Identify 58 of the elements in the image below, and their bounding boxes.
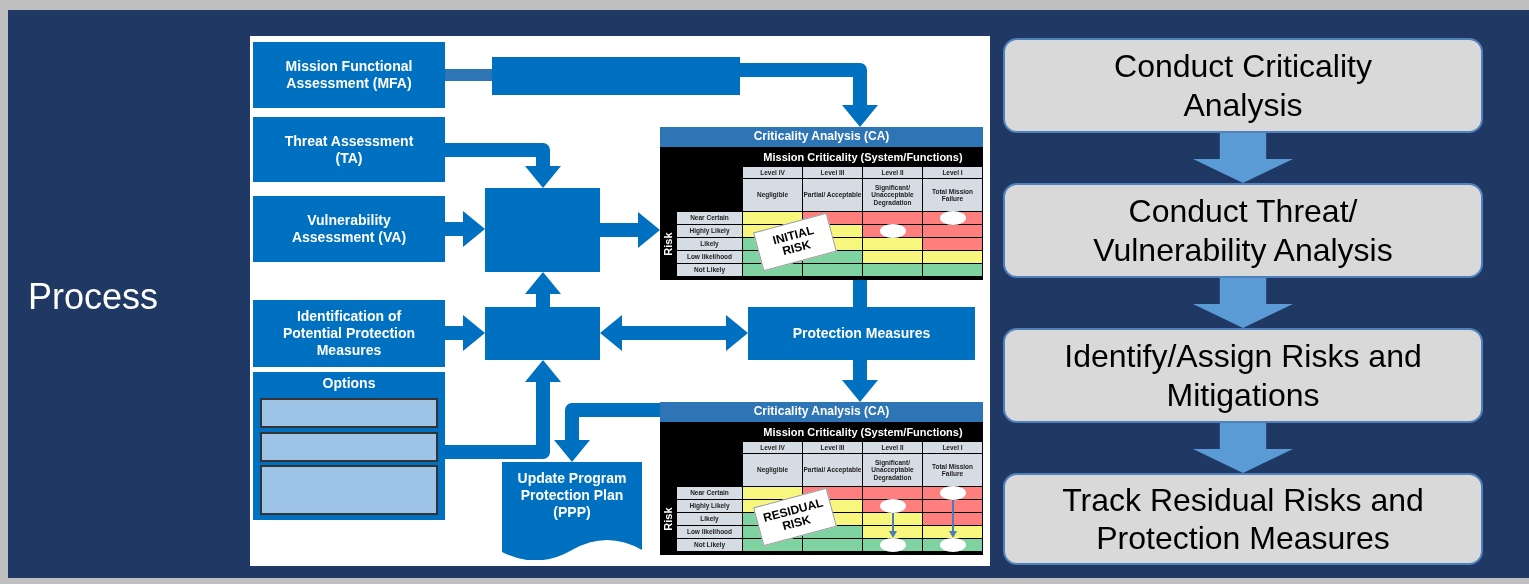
connector-arrow (949, 499, 957, 538)
process-box (253, 300, 445, 367)
step-box (1003, 473, 1483, 565)
step-label: Track Residual Risks and Protection Measures (1061, 480, 1425, 558)
blank-box (485, 307, 600, 360)
risk-marker (880, 499, 906, 513)
box-label: Update Program Protection Plan (PPP) (516, 470, 628, 521)
table-subtitle: Mission Criticality (System/Functions) (762, 149, 964, 165)
blank-box (485, 188, 600, 272)
process-box (253, 42, 445, 108)
side-label: Process (28, 276, 159, 318)
connector-arrow (600, 212, 660, 248)
connector-arrow (445, 315, 485, 351)
step-box (1003, 183, 1483, 278)
table-subtitle: Mission Criticality (System/Functions) (762, 424, 964, 440)
connector-arrow (740, 63, 878, 127)
blank-bar (492, 57, 740, 95)
option-slot (260, 465, 438, 515)
table-title: Criticality Analysis (CA) (660, 127, 983, 147)
connector-arrow (889, 512, 897, 538)
box-label: Mission Functional Assessment (MFA) (284, 58, 414, 92)
panel-heading: Options (321, 375, 377, 392)
option-slot (260, 432, 438, 462)
connector-arrow (554, 403, 660, 462)
step-box (1003, 38, 1483, 133)
process-box (748, 307, 975, 360)
step-label: Conduct Criticality Analysis (1113, 47, 1373, 124)
process-box (253, 117, 445, 182)
table-title: Criticality Analysis (CA) (660, 402, 983, 422)
step-box (1003, 328, 1483, 423)
process-box (253, 196, 445, 262)
risk-matrix (660, 127, 983, 280)
connector-arrow (445, 143, 561, 188)
connector-arrow (1193, 278, 1293, 328)
option-slot (260, 398, 438, 428)
connector-arrow (525, 272, 561, 307)
connector-arrow (1193, 423, 1293, 473)
connector-line (853, 280, 867, 307)
box-label: Threat Assessment (TA) (283, 132, 415, 167)
risk-marker (940, 538, 966, 552)
connector-arrow (445, 360, 561, 459)
step-label: Identify/Assign Risks and Mitigations (1063, 337, 1423, 414)
connector-line (445, 69, 492, 81)
connector-arrow (842, 360, 878, 402)
options-panel (253, 372, 445, 520)
document-shape (502, 462, 642, 560)
connector-arrow (445, 211, 485, 247)
box-label: Vulnerability Assessment (VA) (290, 212, 408, 246)
risk-marker (880, 538, 906, 552)
box-label: Protection Measures (792, 325, 931, 342)
connector-arrow (1193, 133, 1293, 183)
box-label: Identification of Potential Protection Measures (281, 308, 417, 359)
risk-matrix (660, 402, 983, 555)
axis-label: Risk (660, 506, 675, 533)
axis-label: Risk (660, 231, 675, 258)
connector-arrow (600, 315, 748, 351)
step-label: Conduct Threat/ Vulnerability Analysis (1092, 192, 1394, 269)
risk-marker (940, 486, 966, 500)
